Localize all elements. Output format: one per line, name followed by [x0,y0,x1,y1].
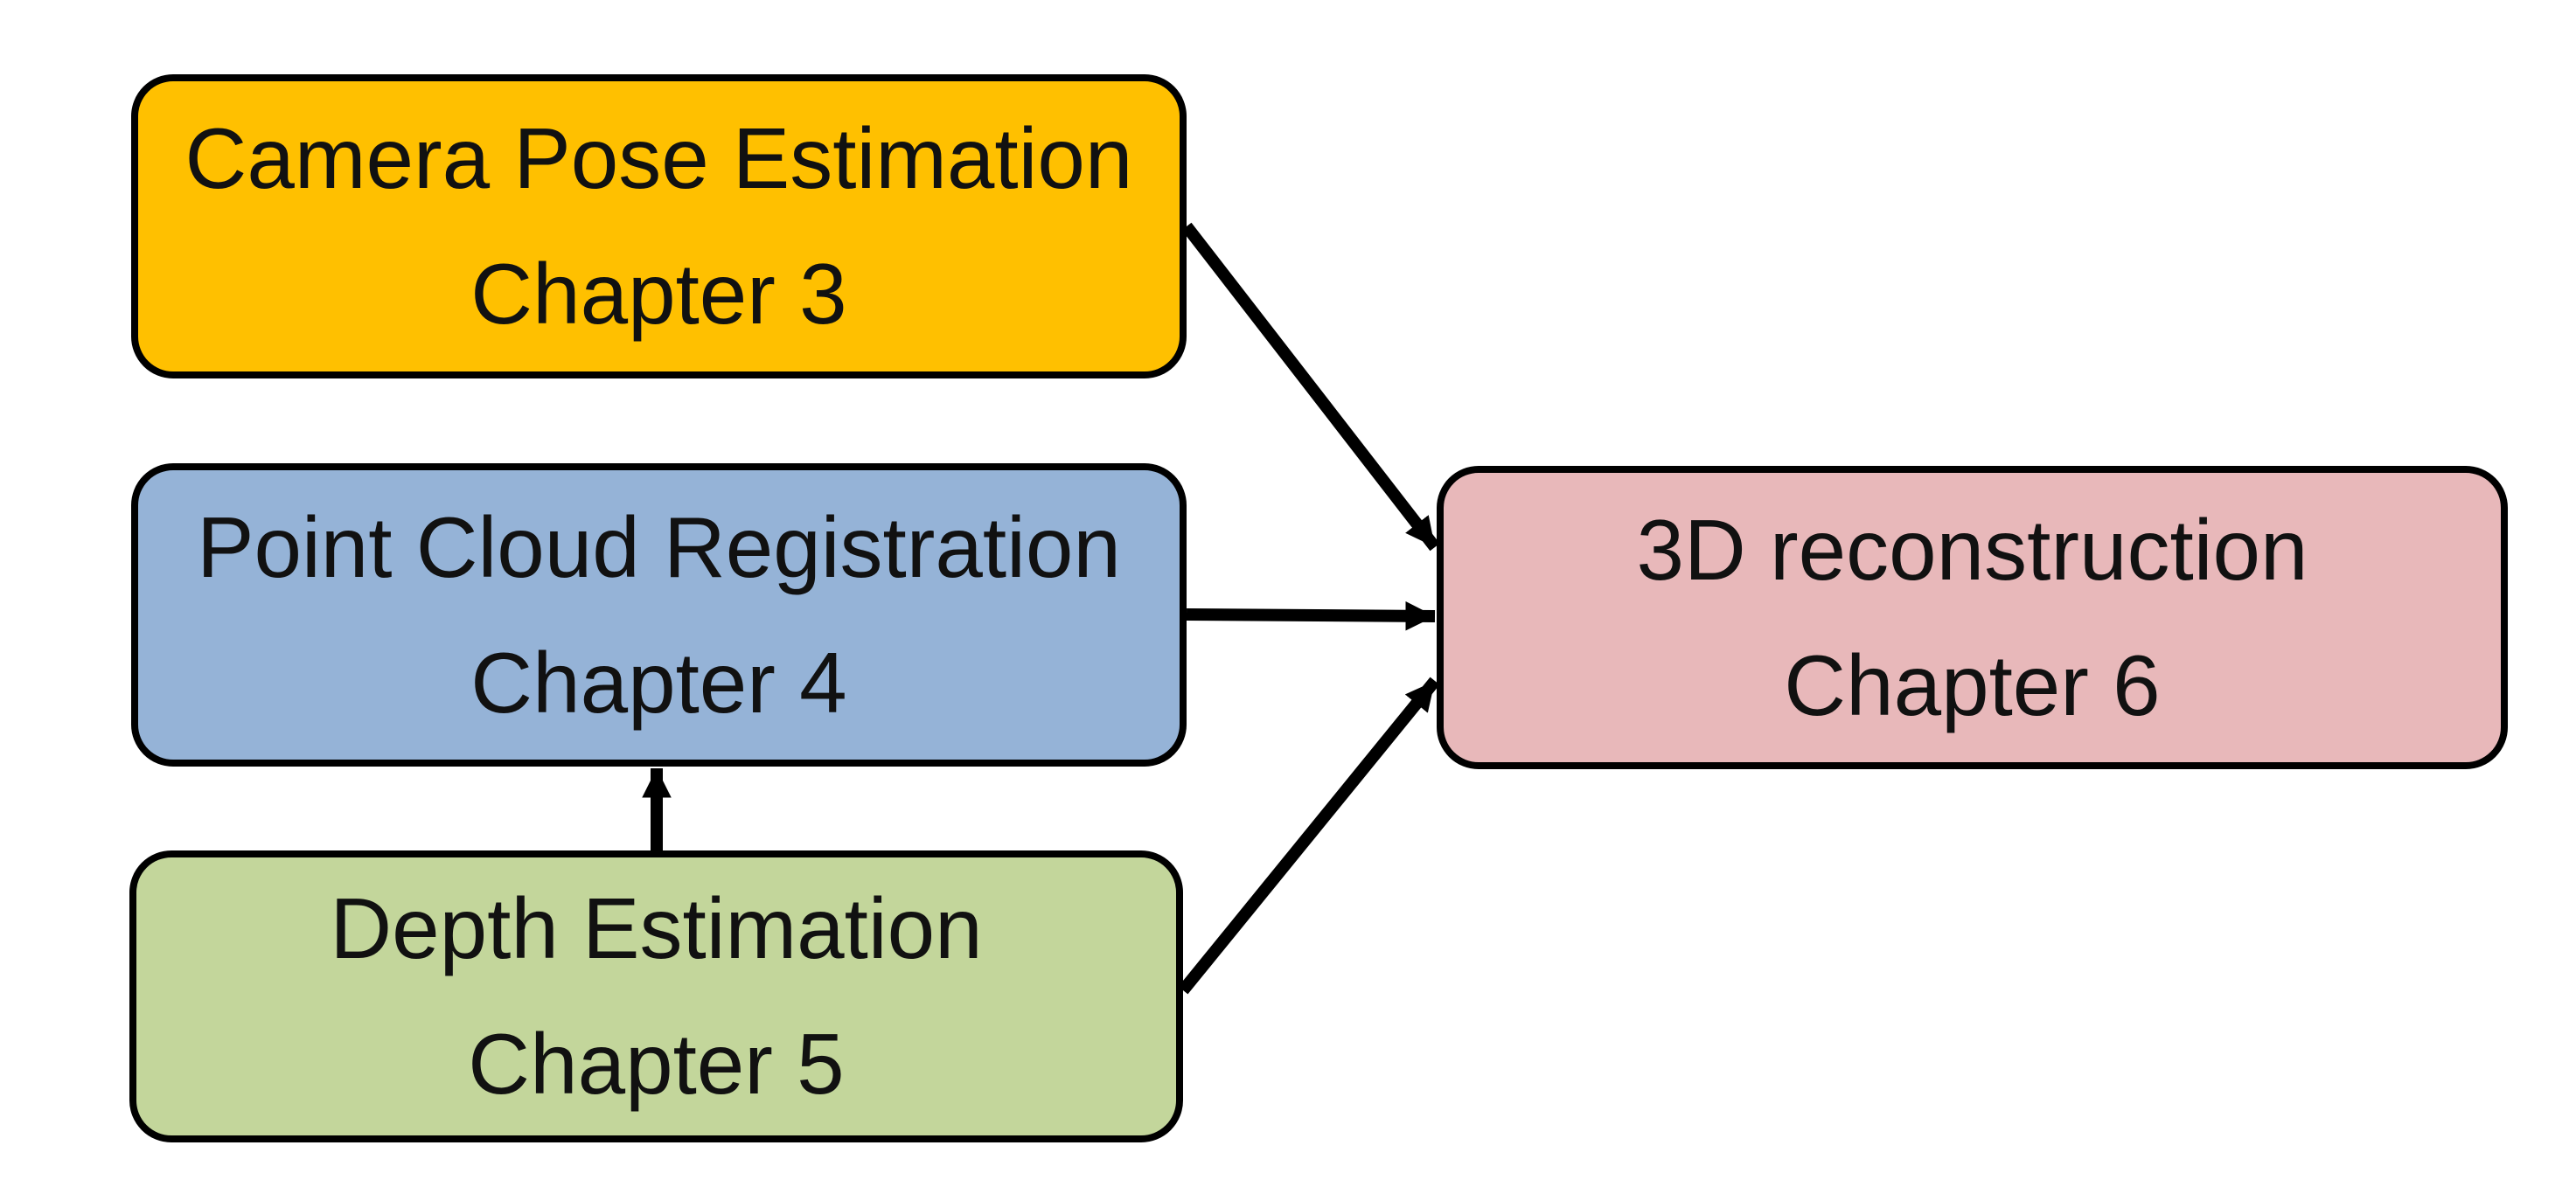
node-chapter-label: Chapter 3 [470,246,847,342]
node-title: Camera Pose Estimation [184,110,1133,207]
node-title: Depth Estimation [330,880,983,977]
node-title: 3D reconstruction [1636,501,2308,598]
node-depth-estimation: Depth Estimation Chapter 5 [129,850,1183,1142]
edge-depth-estimation-to-3d-reconstruction [1178,677,1440,995]
node-camera-pose-estimation: Camera Pose Estimation Chapter 3 [131,74,1187,378]
node-chapter-label: Chapter 6 [1784,636,2161,733]
node-title: Point Cloud Registration [197,498,1121,595]
node-point-cloud-registration: Point Cloud Registration Chapter 4 [131,463,1187,767]
edge-point-cloud-registration-to-3d-reconstruction [1186,600,1436,631]
node-chapter-label: Chapter 4 [470,634,847,731]
node-chapter-label: Chapter 5 [468,1016,845,1112]
edge-camera-pose-estimation-to-3d-reconstruction [1181,222,1440,552]
node-3d-reconstruction: 3D reconstruction Chapter 6 [1437,466,2508,769]
